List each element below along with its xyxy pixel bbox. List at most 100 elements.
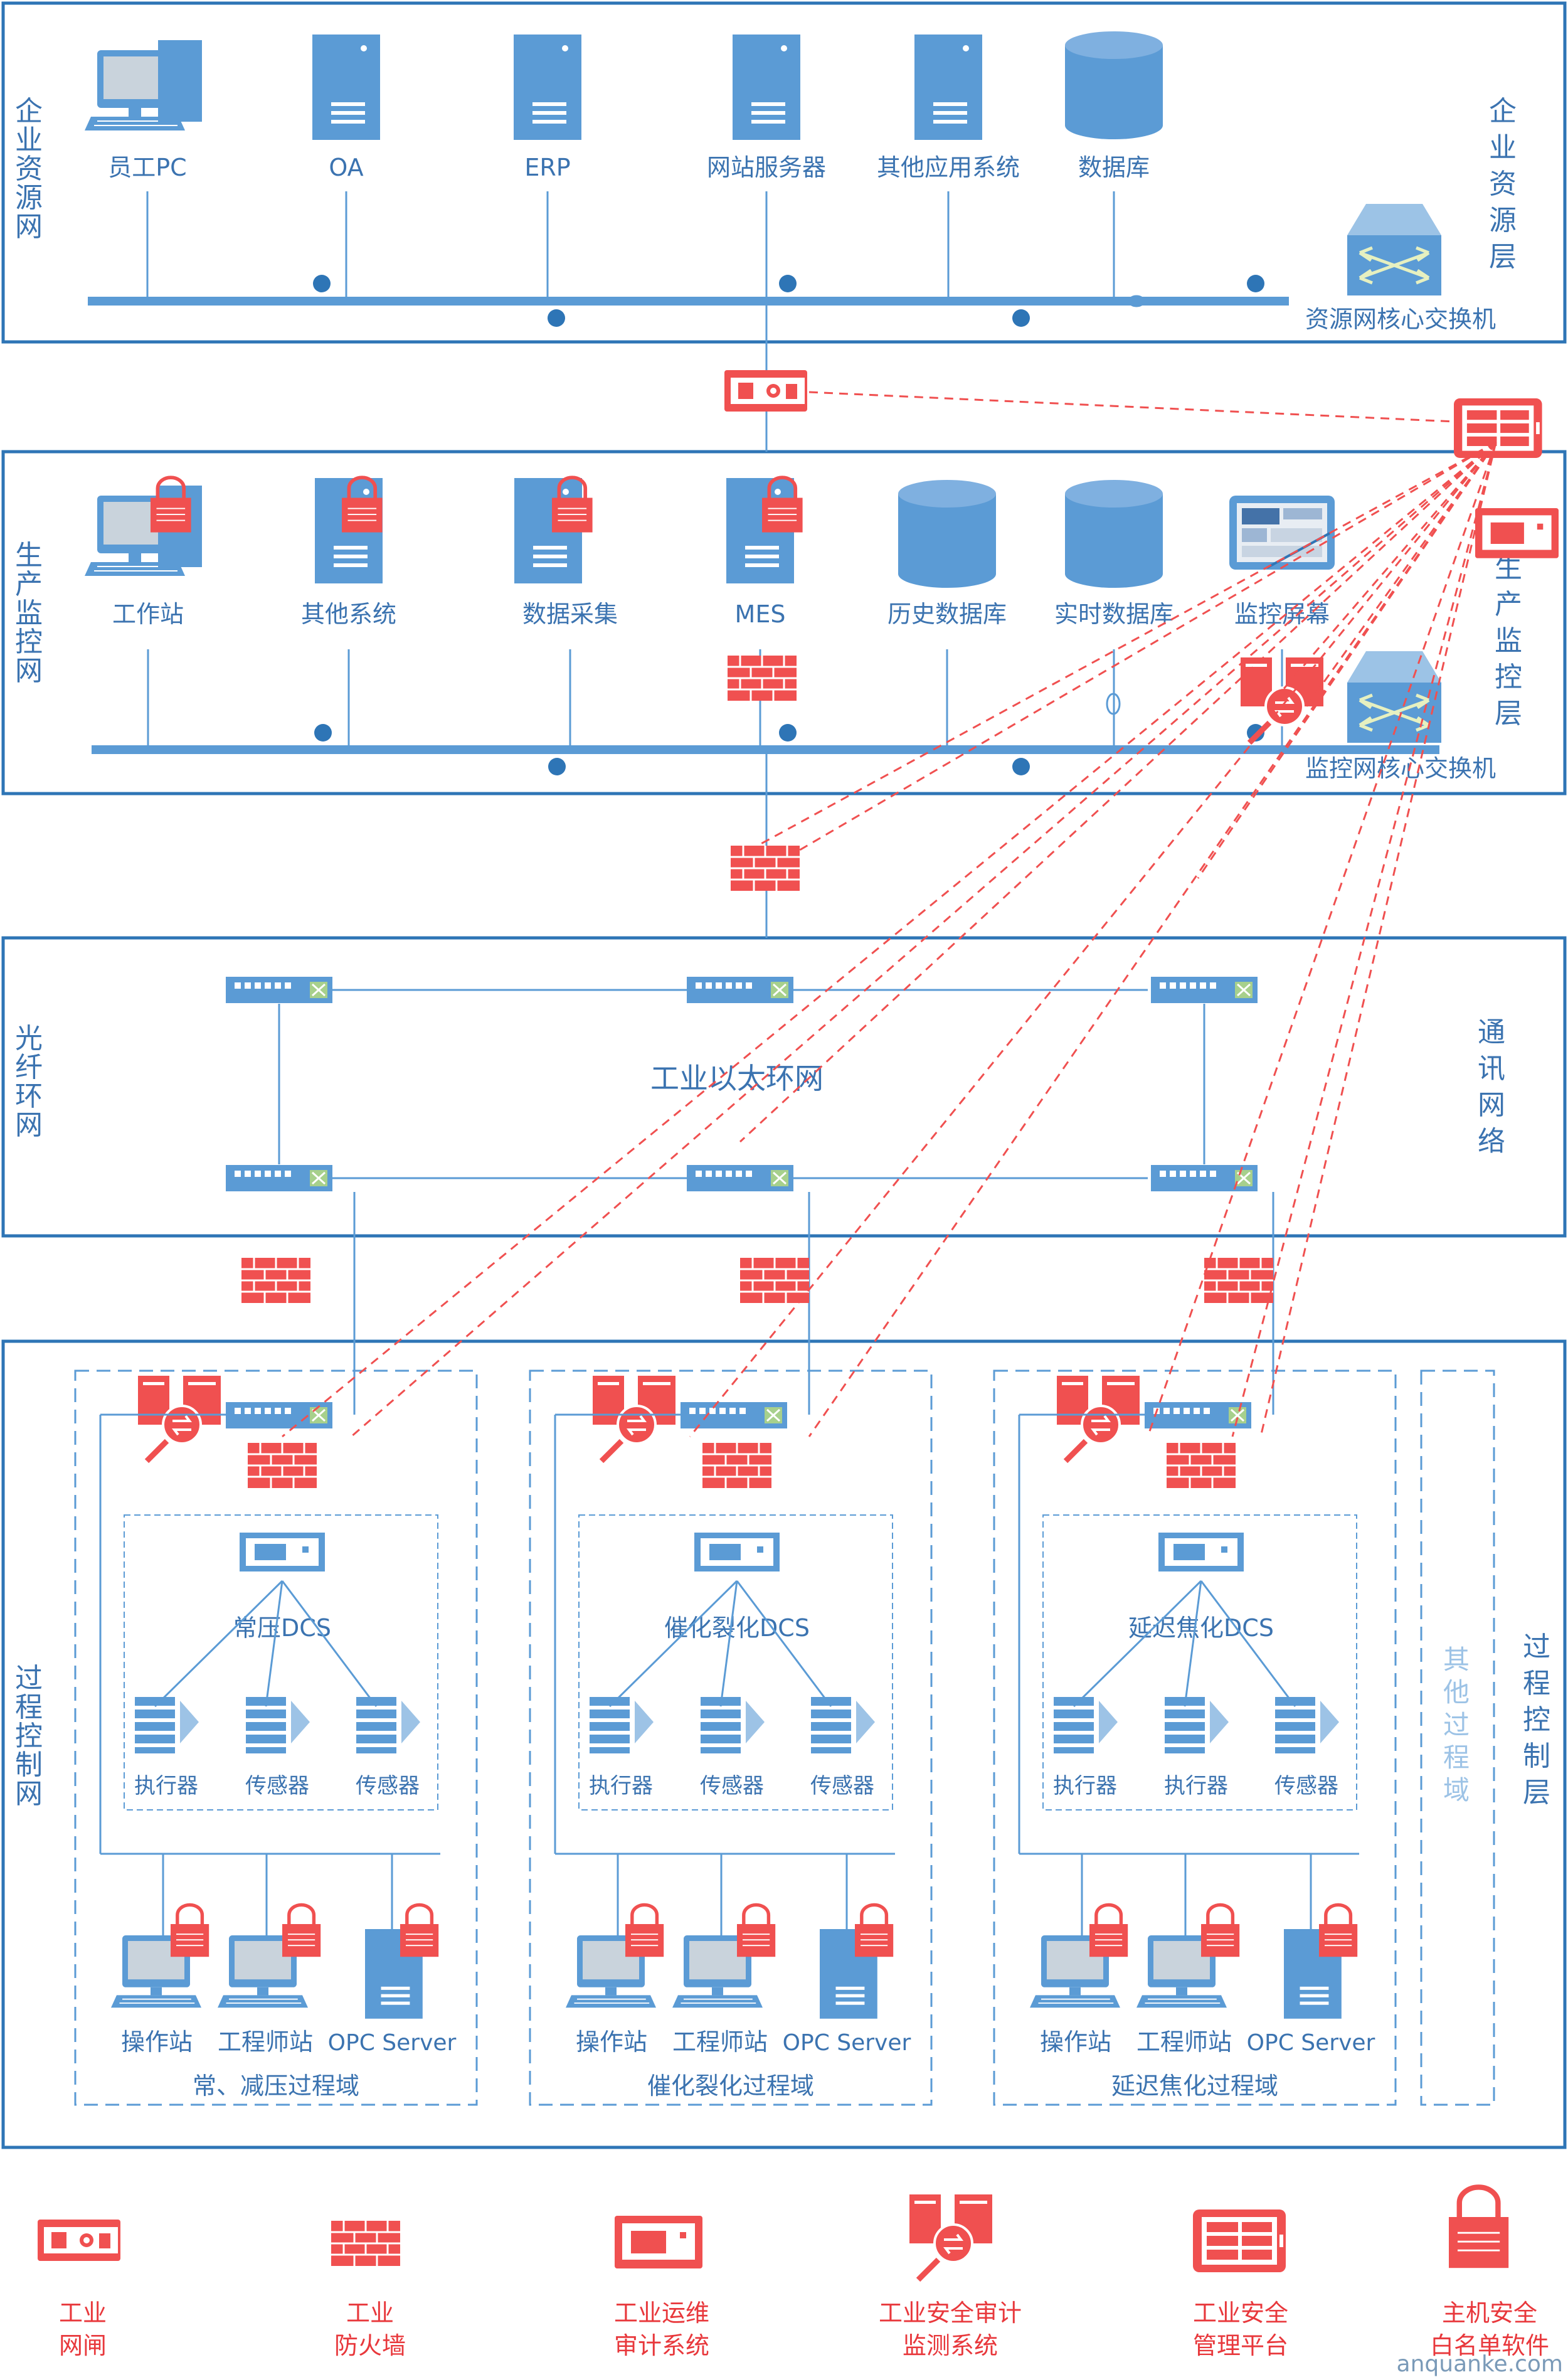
monitoring-link: [282, 441, 1496, 1438]
lock-icon: [1319, 1905, 1357, 1957]
process-domain-frame: [993, 1369, 1397, 2106]
station-label: 工程师站: [218, 2028, 313, 2056]
firewall-icon: [246, 1442, 318, 1489]
process-domain-label: 延迟焦化过程域: [1111, 2072, 1278, 2100]
production-right-label: 生产监控层: [1495, 552, 1522, 730]
bus-node: [1012, 758, 1030, 775]
lock-icon: [737, 1905, 775, 1957]
ring-switch-icon: [686, 1164, 795, 1193]
legend-label-line1: 工业安全审计: [879, 2299, 1022, 2327]
production-node-label: 工作站: [112, 600, 184, 628]
field-device-icon: [135, 1697, 199, 1753]
production-node-label: 其他系统: [301, 600, 396, 628]
lock-icon: [1201, 1905, 1239, 1957]
bus-junction: [1106, 693, 1121, 715]
audit-monitor-icon: [138, 1376, 221, 1461]
enterprise-node-label: 其他应用系统: [877, 154, 1020, 181]
ring-switch-icon: [225, 976, 334, 1004]
legend-label-line1: 工业安全: [1193, 2299, 1288, 2327]
monitoring-link: [739, 441, 1497, 1143]
field-device-icon: [701, 1697, 765, 1753]
management-link: [808, 391, 1454, 423]
legend-platform-icon: [1193, 2209, 1286, 2272]
audit-system-icon: [1475, 508, 1559, 558]
legend-label-line2: 网闸: [59, 2332, 107, 2359]
monitoring-link: [808, 442, 1497, 1437]
monitoring-link: [1231, 442, 1497, 1437]
legend-label-line1: 主机安全: [1442, 2299, 1537, 2327]
production-node-label: MES: [735, 600, 786, 628]
security-platform-icon: [1454, 398, 1542, 458]
legend-label-line2: 白名单软件: [1430, 2332, 1549, 2359]
bus-node: [548, 758, 566, 775]
process-right-label: 过程控制层: [1523, 1631, 1550, 1809]
comm-center-label: 工业以太环网: [650, 1061, 824, 1095]
dcs-link: [1184, 1580, 1202, 1707]
dcs-link: [736, 1580, 832, 1707]
dcs-link: [1200, 1580, 1296, 1707]
domain-switch-icon: [679, 1401, 788, 1430]
device-label: 执行器: [134, 1773, 198, 1799]
server-icon: [914, 35, 982, 140]
legend-label-line2: 审计系统: [614, 2332, 709, 2359]
dcs-label: 延迟焦化DCS: [1128, 1614, 1274, 1642]
legend-label-line1: 工业: [59, 2299, 107, 2327]
enterprise-right-label: 企业资源层: [1489, 95, 1517, 273]
device-label: 执行器: [1164, 1773, 1228, 1799]
field-device-icon: [1054, 1697, 1118, 1753]
enterprise-node-label: 网站服务器: [707, 154, 826, 181]
dcs-link: [608, 1580, 738, 1708]
legend-label-line2: 管理平台: [1193, 2332, 1288, 2359]
comm-layer-frame: [1, 936, 1567, 1238]
enterprise-node-label: 数据库: [1078, 154, 1150, 181]
firewall-icon: [1165, 1442, 1237, 1489]
process-domain-label: 常、减压过程域: [193, 2072, 359, 2100]
dcs-icon: [694, 1533, 780, 1571]
database-icon: [1065, 31, 1163, 139]
monitoring-link: [1303, 442, 1497, 710]
dcs-label: 催化裂化DCS: [664, 1614, 810, 1642]
comm-left-label: 光纤环网: [15, 1023, 43, 1141]
device-label: 传感器: [700, 1773, 764, 1799]
station-label: 操作站: [1040, 2028, 1111, 2056]
legend-label-line2: 防火墙: [334, 2332, 406, 2359]
production-switch-label: 监控网核心交换机: [1305, 755, 1496, 782]
gateway-icon: [724, 370, 807, 412]
firewall-icon: [739, 1257, 810, 1304]
bus-node: [548, 309, 565, 327]
audit-monitor-icon: [1057, 1376, 1140, 1461]
dcs-group-frame: [1042, 1514, 1357, 1811]
field-device-icon: [811, 1697, 875, 1753]
process-domain-label: 催化裂化过程域: [647, 2072, 814, 2100]
dcs-link: [281, 1580, 378, 1707]
monitoring-link: [1197, 442, 1497, 879]
legend-firewall-icon: [330, 2220, 401, 2267]
core-switch-icon: [1347, 651, 1441, 743]
other-domain-label: 其他过程域: [1443, 1644, 1470, 1805]
monitoring-link: [1147, 442, 1497, 1437]
process-left-label: 过程控制网: [15, 1662, 43, 1810]
dcs-group-frame: [578, 1514, 893, 1811]
database-icon: [898, 480, 996, 588]
dcs-link: [1073, 1580, 1202, 1708]
dcs-icon: [1158, 1533, 1244, 1571]
bus-junction: [1128, 295, 1145, 307]
legend-label-line1: 工业运维: [614, 2299, 709, 2327]
lock-icon: [625, 1905, 664, 1957]
monitoring-link: [1281, 442, 1497, 691]
dcs-group-frame: [124, 1514, 438, 1811]
production-node-label: 实时数据库: [1054, 600, 1173, 628]
production-node-label: 历史数据库: [887, 600, 1007, 628]
station-label: 操作站: [576, 2028, 647, 2056]
field-device-icon: [590, 1697, 654, 1753]
audit-monitor-icon: [593, 1376, 675, 1461]
database-icon: [1065, 480, 1163, 588]
dcs-label: 常压DCS: [233, 1614, 331, 1642]
device-label: 传感器: [810, 1773, 874, 1799]
domain-switch-icon: [225, 1401, 334, 1430]
lock-icon: [171, 1905, 209, 1957]
process-layer-frame: [1, 1339, 1567, 2149]
firewall-icon: [729, 844, 801, 892]
station-label: 工程师站: [1136, 2028, 1232, 2056]
